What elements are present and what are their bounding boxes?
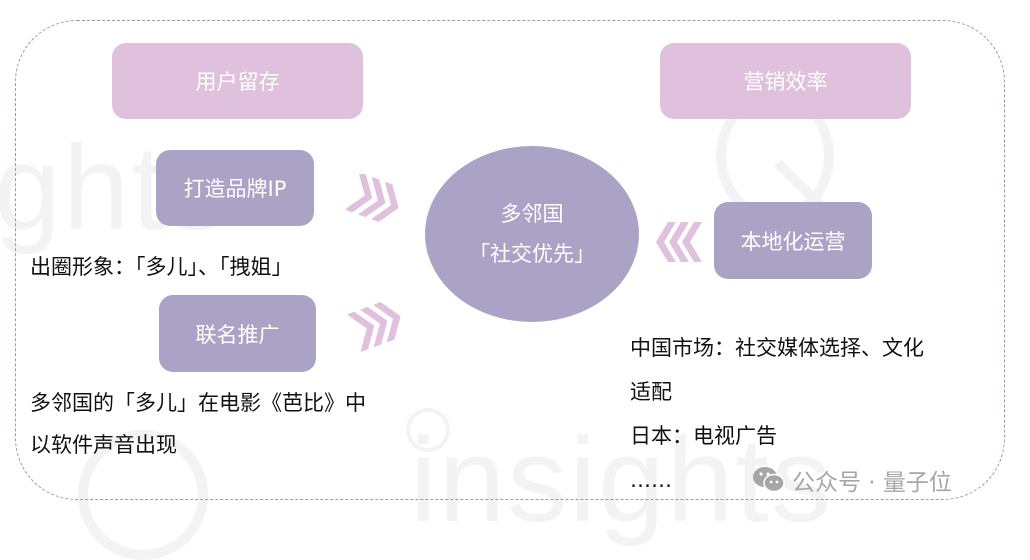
center-subtitle: 「社交优先」 [469, 242, 595, 266]
category-marketing-efficiency-label: 营销效率 [743, 70, 828, 94]
category-user-retention: 用户留存 [112, 43, 363, 119]
description-line: …… [630, 468, 672, 492]
center-title: 多邻国 [500, 202, 564, 226]
node-localization-description: 中国市场：社交媒体选择、文化 适配 日本：电视广告 …… [630, 326, 924, 502]
node-localization: 本地化运营 [714, 202, 872, 279]
description-line: 出圈形象：「多儿」、「拽姐」 [30, 255, 293, 279]
chevron-right-triple-icon [346, 174, 399, 222]
description-line: 中国市场：社交媒体选择、文化 [630, 336, 924, 360]
node-brand-ip-label: 打造品牌IP [183, 177, 287, 201]
description-line: 适配 [630, 380, 672, 404]
node-co-branding-label: 联名推广 [195, 322, 280, 347]
wechat-icon [753, 467, 785, 493]
description-line: 日本：电视广告 [630, 424, 777, 448]
description-line: 以软件声音出现 [30, 433, 177, 457]
chevron-right-triple-icon [348, 302, 401, 352]
source-label: 公众号 · 量子位 [792, 470, 952, 496]
description-line: 多邻国的「多儿」在电影《芭比》中 [30, 391, 366, 415]
node-co-branding: 联名推广 [159, 295, 316, 372]
dashed-frame [15, 20, 1005, 500]
center-duolingo-circle: 多邻国 「社交优先」 [425, 146, 639, 322]
category-marketing-efficiency: 营销效率 [660, 43, 911, 119]
source-watermark: 公众号 · 量子位 [752, 463, 952, 497]
node-localization-label: 本地化运营 [740, 229, 846, 254]
node-co-branding-description: 多邻国的「多儿」在电影《芭比》中 以软件声音出现 [30, 382, 366, 466]
watermark-magnifier-icon-small [406, 408, 450, 452]
node-brand-ip: 打造品牌IP [156, 150, 314, 226]
chevron-left-triple-icon [656, 222, 702, 262]
category-user-retention-label: 用户留存 [195, 70, 280, 94]
node-brand-ip-description: 出圈形象：「多儿」、「拽姐」 [30, 246, 293, 288]
